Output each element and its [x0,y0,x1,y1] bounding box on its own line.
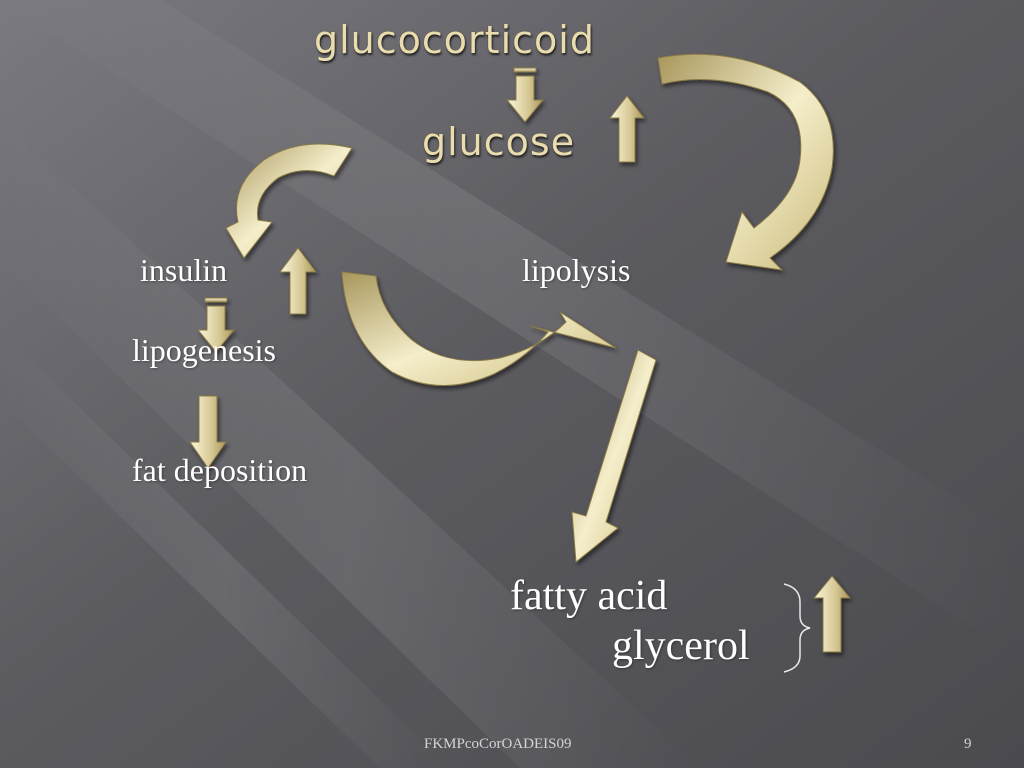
label-fatty-acid: fatty acid [510,573,668,619]
label-lipogenesis: lipogenesis [132,332,276,368]
label-fat-deposition: fat deposition [132,452,308,488]
title-glucocorticoid: glucocorticoid [314,18,595,62]
label-insulin: insulin [140,252,228,288]
title-glucose: glucose [422,120,576,164]
label-glycerol: glycerol [612,623,750,669]
label-lipolysis: lipolysis [522,252,631,288]
footer-text: FKMPcoCorOADEIS09 [424,736,572,752]
page-number: 9 [964,736,972,752]
